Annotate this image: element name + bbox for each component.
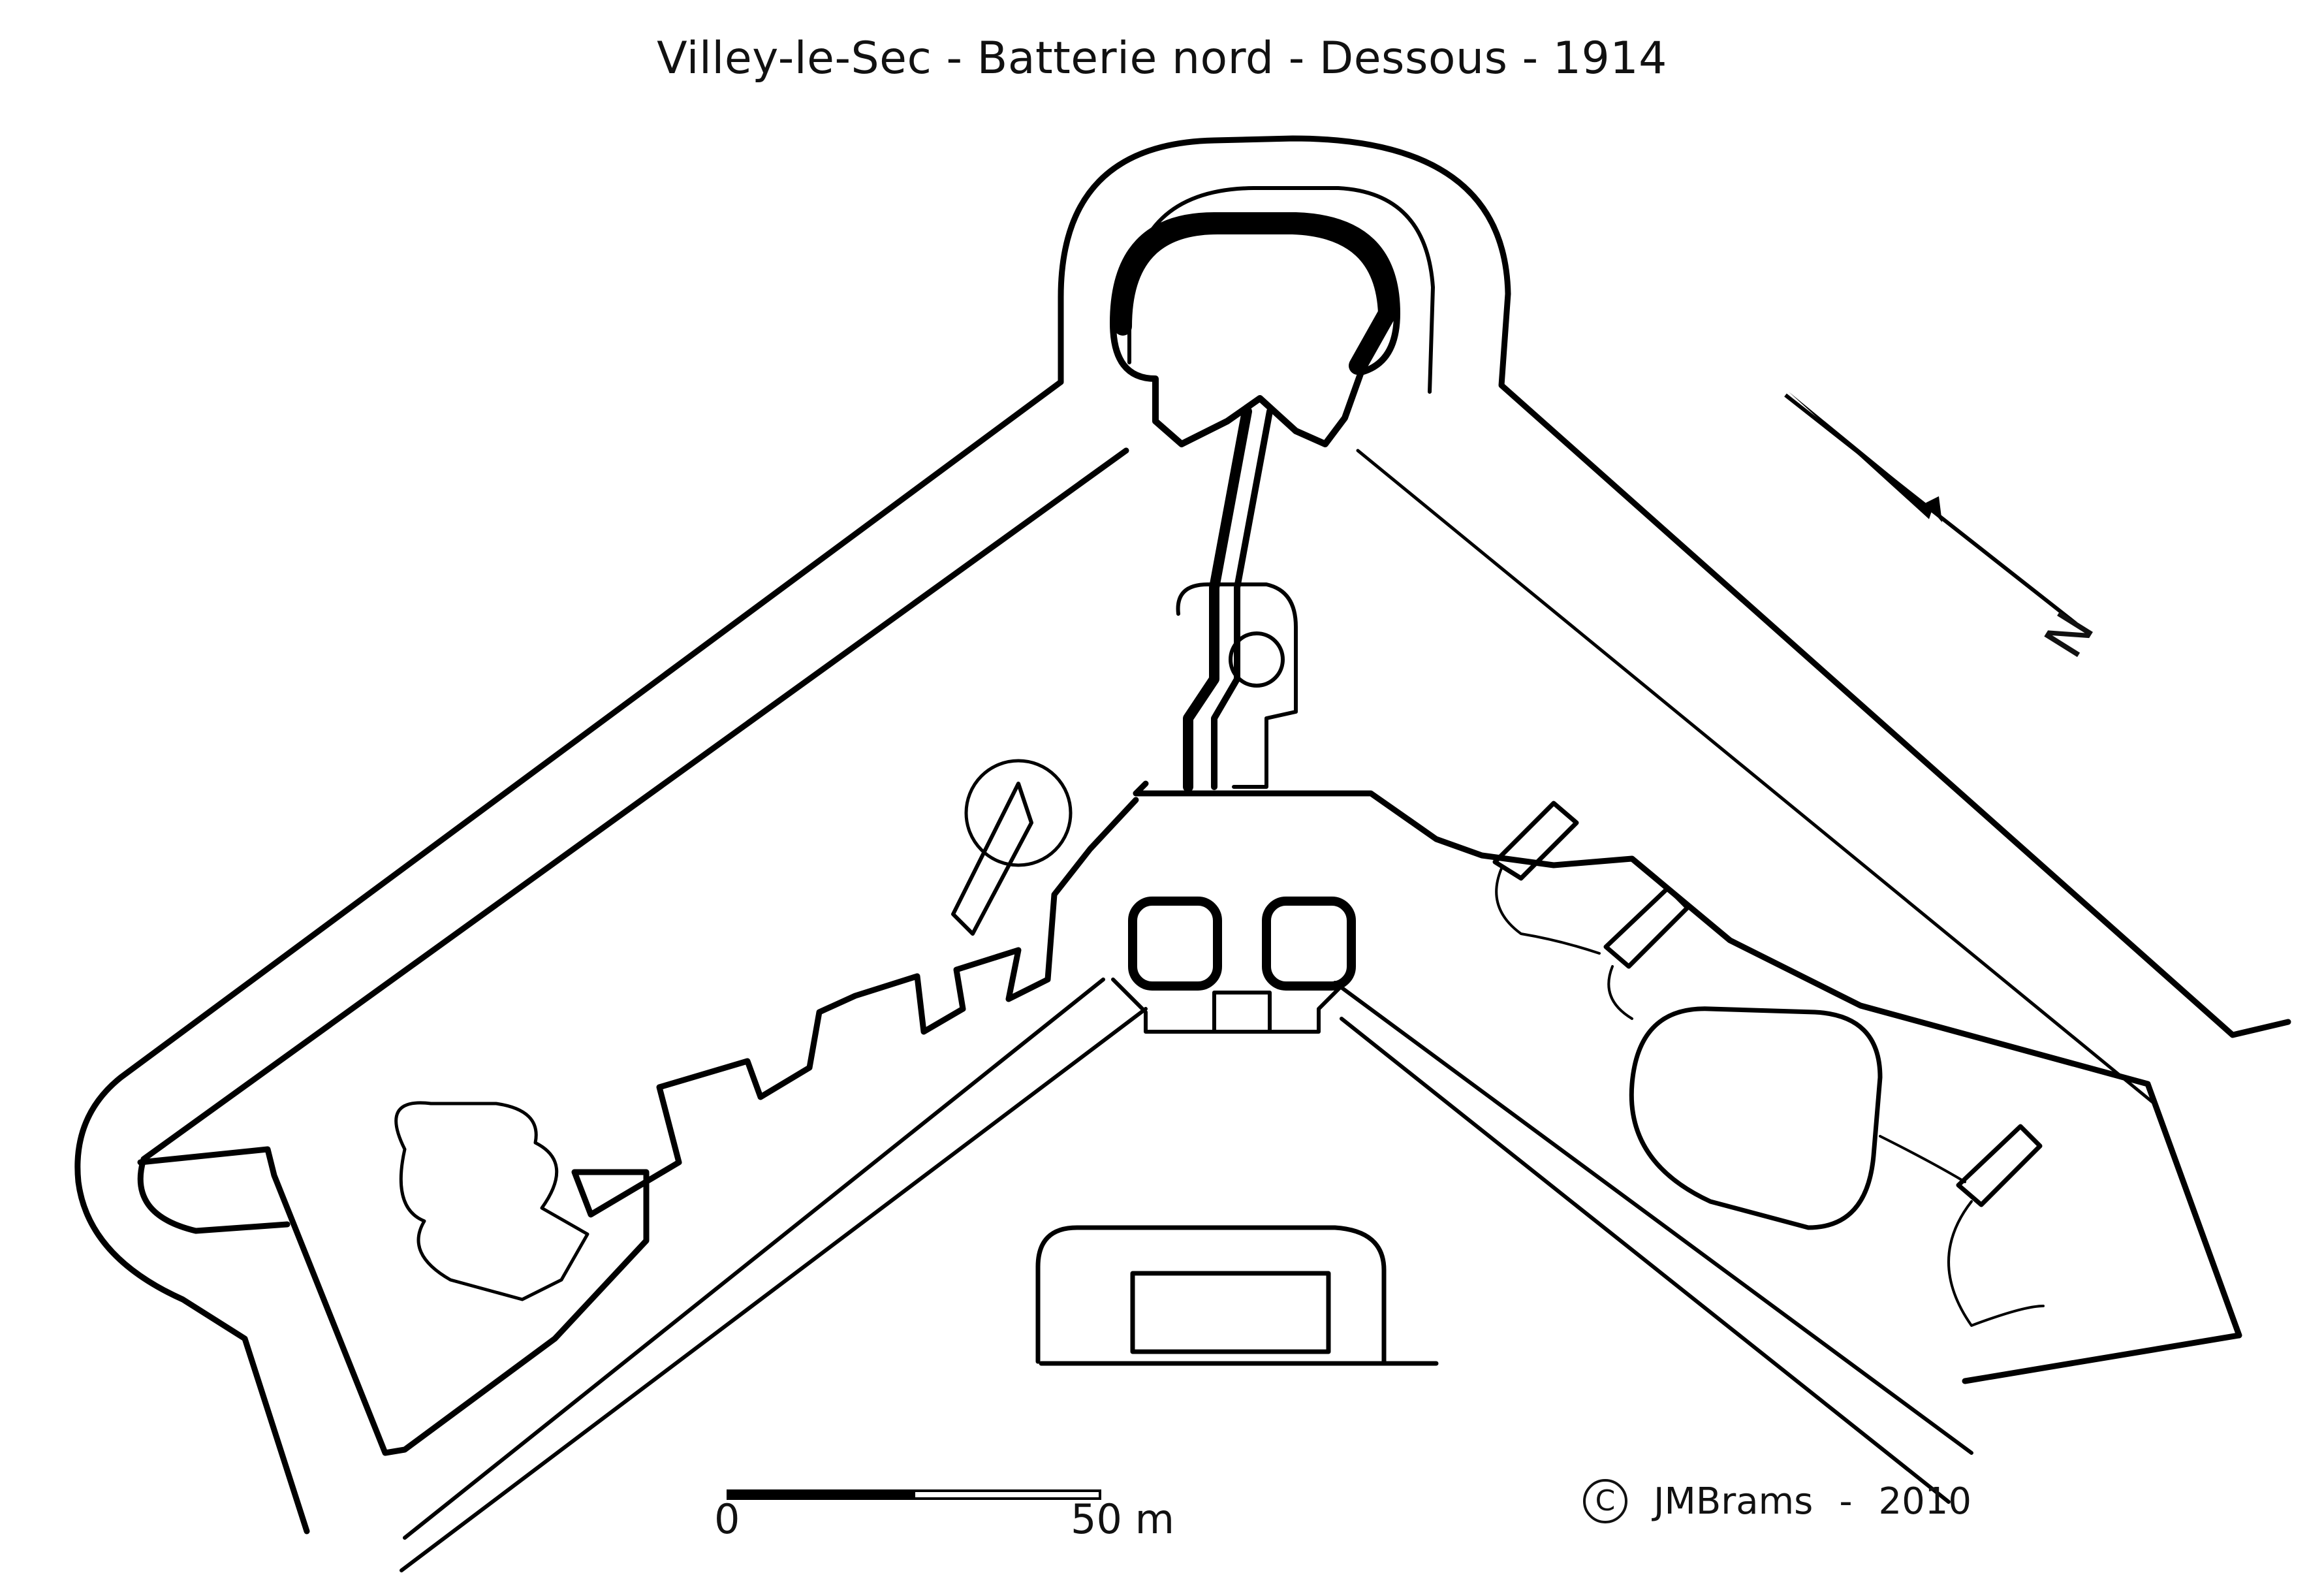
lower-casemate-inner bbox=[1130, 1271, 1331, 1354]
gallery-right bbox=[1211, 408, 1273, 790]
scale-end-label: 50 m bbox=[1071, 1495, 1174, 1543]
right-gun-1 bbox=[1492, 801, 1579, 881]
rampart-line-left bbox=[137, 797, 1139, 1456]
escarp-line-left bbox=[137, 447, 1129, 1234]
nose-redan bbox=[1133, 780, 1149, 797]
casemate-right bbox=[1262, 897, 1356, 991]
gallery-left bbox=[1183, 406, 1252, 792]
right-casemate-block bbox=[1629, 1006, 1883, 1230]
outer-glacis-left bbox=[74, 379, 1064, 1535]
north-tower-thick bbox=[1114, 216, 1396, 375]
plan-title: Villey-le-Sec - Batterie nord - Dessous … bbox=[657, 33, 1667, 84]
credit-line: C JMBrams - 2010 bbox=[1583, 1479, 1971, 1523]
left-cluster bbox=[394, 1101, 589, 1301]
scale-start-label: 0 bbox=[714, 1495, 740, 1543]
observation-post bbox=[1176, 582, 1298, 789]
left-observation-circle bbox=[964, 759, 1073, 867]
casemate-left bbox=[1128, 897, 1222, 991]
central-redan-inner bbox=[1333, 981, 1973, 1455]
left-observation-post bbox=[951, 782, 1033, 936]
casemate-link bbox=[1212, 991, 1272, 1034]
right-gun-2 bbox=[1603, 885, 1690, 969]
central-redan-inner-2 bbox=[1340, 1017, 1951, 1504]
north-arrow-icon bbox=[1784, 392, 2077, 626]
rampart-line-left-inner bbox=[403, 978, 1105, 1540]
credit-separator: - bbox=[1839, 1480, 1853, 1523]
central-redan-left-wall bbox=[1111, 978, 1343, 1034]
observation-turret bbox=[1229, 631, 1285, 688]
credit-author: JMBrams bbox=[1654, 1480, 1814, 1523]
rampart-inner-wall bbox=[400, 1007, 1148, 1572]
outer-glacis-line bbox=[1058, 135, 2291, 1038]
escarp-line-right bbox=[1356, 449, 2156, 1106]
lower-casemate bbox=[1035, 1225, 1387, 1364]
credit-year: 2010 bbox=[1878, 1480, 1972, 1523]
scale-bar bbox=[727, 1489, 1101, 1500]
north-tower-outer bbox=[1110, 212, 1400, 447]
right-gun-3 bbox=[1956, 1124, 2043, 1207]
right-connectors bbox=[1495, 867, 2045, 1327]
central-redan bbox=[1133, 790, 2242, 1384]
copyright-icon: C bbox=[1583, 1479, 1627, 1523]
